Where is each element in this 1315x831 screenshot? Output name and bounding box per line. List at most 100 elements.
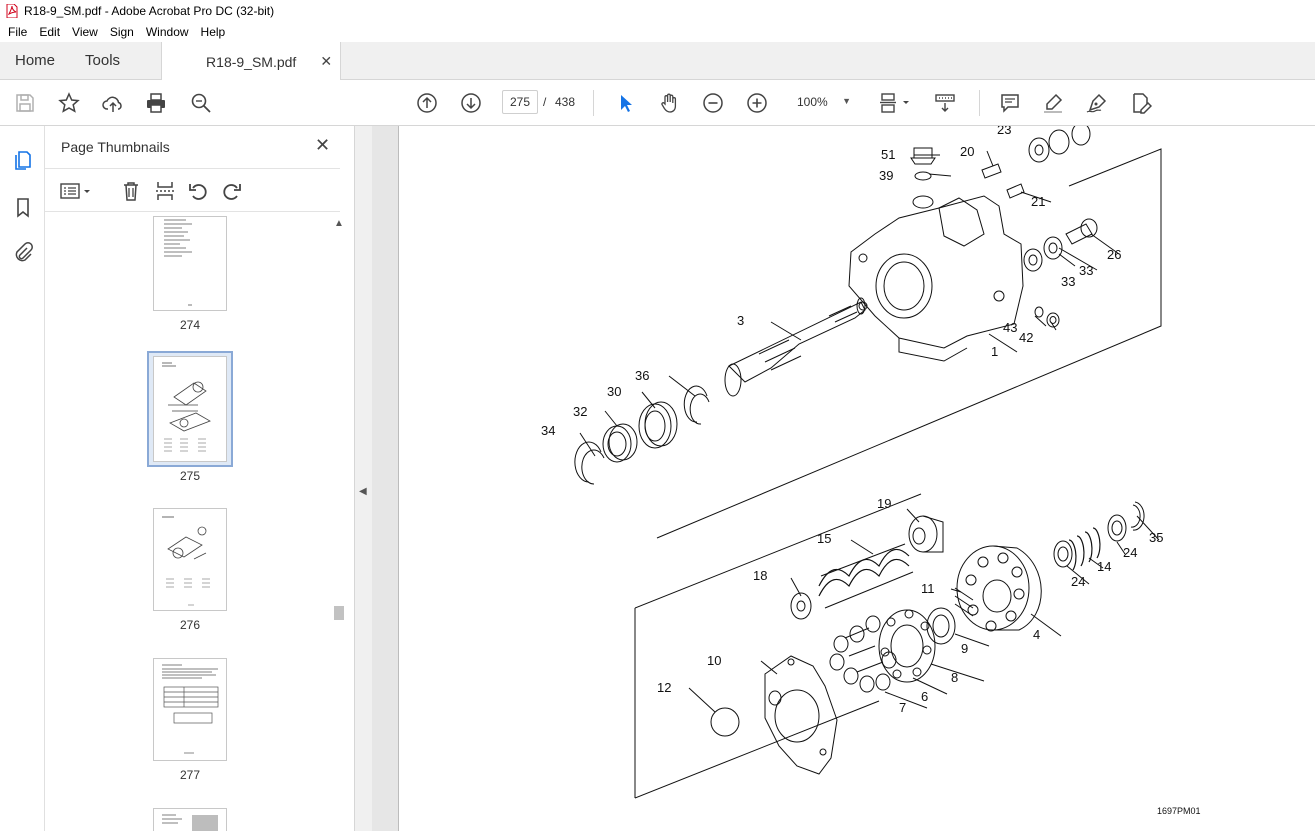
thumbnail-list: 274 275 276 277 [45,216,330,831]
callout-30: 30 [607,384,621,399]
callout-19: 19 [877,496,891,511]
callout-9: 9 [961,641,968,656]
callout-24-b: 24 [1071,574,1085,589]
highlight-pen-icon[interactable] [1041,91,1065,115]
callout-6: 6 [921,689,928,704]
menu-bar: File Edit View Sign Window Help [0,22,1315,42]
title-bar: R18-9_SM.pdf - Adobe Acrobat Pro DC (32-… [0,0,1315,22]
callout-23: 23 [997,126,1011,137]
hand-tool-icon[interactable] [657,91,681,115]
toolbar-divider [979,90,980,116]
panel-title: Page Thumbnails [61,139,170,155]
callout-35: 35 [1149,530,1163,545]
menu-window[interactable]: Window [145,25,189,39]
callout-1: 1 [991,344,998,359]
main-toolbar [0,80,1315,126]
rotate-clockwise-icon[interactable] [220,179,244,203]
collapse-panel-icon[interactable]: ◀ [359,486,367,497]
menu-file[interactable]: File [8,25,28,39]
tab-tools[interactable]: Tools [85,52,121,69]
menu-sign[interactable]: Sign [109,25,134,39]
tab-document[interactable]: R18-9_SM.pdf ✕ [161,42,342,81]
keyboard-scroll-icon[interactable] [933,91,957,115]
insert-page-icon[interactable] [153,179,177,203]
edit-document-icon[interactable] [1129,91,1153,115]
callout-3: 3 [737,313,744,328]
callout-33-a: 33 [1079,263,1093,278]
callout-labels: 23 51 20 39 21 26 33 33 43 42 1 3 36 30 … [541,126,1201,816]
page-fit-icon[interactable] [878,91,912,115]
callout-42: 42 [1019,330,1033,345]
bookmark-icon[interactable] [11,195,35,219]
zoom-out-icon[interactable] [701,91,725,115]
callout-10: 10 [707,653,721,668]
callout-24-a: 24 [1123,545,1137,560]
scroll-up-icon[interactable]: ▲ [334,218,344,229]
callout-36: 36 [635,368,649,383]
print-icon[interactable] [144,91,168,115]
thumbnail-page[interactable] [153,508,227,611]
callout-51: 51 [881,147,895,162]
thumbnail-page[interactable] [153,658,227,761]
scrollbar-thumb[interactable] [334,606,344,620]
zoom-dropdown[interactable]: 100% ▼ [787,90,857,114]
save-icon[interactable] [13,91,37,115]
callout-11: 11 [921,581,935,596]
menu-edit[interactable]: Edit [39,25,61,39]
pdf-page: 23 51 20 39 21 26 33 33 43 42 1 3 36 30 … [398,126,1315,831]
total-pages: 438 [555,95,576,109]
thumbnail-page-number: 277 [179,768,201,782]
previous-page-icon[interactable] [415,91,439,115]
callout-26: 26 [1107,247,1121,262]
options-menu-icon[interactable] [59,179,95,203]
callout-12: 12 [657,680,671,695]
page-number-input[interactable] [502,90,538,114]
menu-help[interactable]: Help [200,25,226,39]
thumbnail-page-number: 275 [179,469,201,483]
callout-39: 39 [879,168,893,183]
thumbnail-page[interactable] [153,808,227,831]
toolbar-divider [593,90,594,116]
callout-8: 8 [951,670,958,685]
tab-home[interactable]: Home [15,52,56,69]
zoom-search-icon[interactable] [189,91,213,115]
callout-14: 14 [1097,559,1111,574]
callout-15: 15 [817,531,831,546]
attachment-icon[interactable] [11,240,35,264]
thumbnail-page-number: 276 [179,618,201,632]
delete-page-icon[interactable] [119,179,143,203]
rotate-counterclockwise-icon[interactable] [186,179,210,203]
star-icon[interactable] [57,91,81,115]
page-thumbnails-icon[interactable] [11,148,35,172]
zoom-in-icon[interactable] [745,91,769,115]
document-tab-label: R18-9_SM.pdf [206,53,297,70]
figure-id: 1697PM01 [1157,806,1201,816]
exploded-parts-diagram: 23 51 20 39 21 26 33 33 43 42 1 3 36 30 … [541,126,1201,816]
thumbnail-page-selected[interactable] [153,356,227,462]
thumbnail-page[interactable] [153,216,227,311]
menu-view[interactable]: View [72,25,98,39]
callout-4: 4 [1033,627,1040,642]
left-navigation-rail [0,126,45,831]
thumbnail-scrollbar[interactable]: ▲ [332,218,346,831]
chevron-down-icon: ▼ [842,96,851,106]
panel-splitter[interactable]: ◀ [355,126,372,831]
callout-7: 7 [899,700,906,715]
close-panel-icon[interactable]: ✕ [315,135,331,155]
select-cursor-icon[interactable] [613,91,637,115]
close-tab-icon[interactable]: ✕ [320,53,333,69]
callout-32: 32 [573,404,587,419]
callout-33-b: 33 [1061,274,1075,289]
sign-pen-icon[interactable] [1085,91,1109,115]
page-separator: / [543,95,547,109]
upload-cloud-icon[interactable] [101,91,125,115]
callout-21: 21 [1031,194,1045,209]
next-page-icon[interactable] [459,91,483,115]
thumbnails-panel: Page Thumbnails ✕ 274 275 [45,126,355,831]
callout-43: 43 [1003,320,1017,335]
thumbnail-page-number: 274 [179,318,201,332]
document-view[interactable]: 23 51 20 39 21 26 33 33 43 42 1 3 36 30 … [372,126,1315,831]
comment-icon[interactable] [998,91,1022,115]
callout-20: 20 [960,144,974,159]
zoom-value: 100% [797,95,828,109]
